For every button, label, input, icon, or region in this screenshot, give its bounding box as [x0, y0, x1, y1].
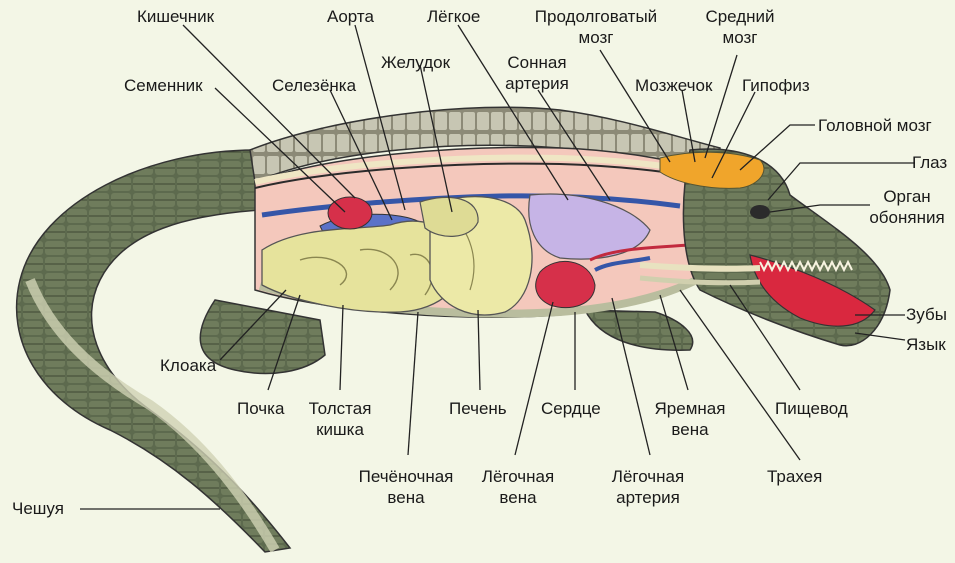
- label-teeth: Зубы: [906, 305, 947, 324]
- label-olfactory-line1: Орган: [883, 187, 931, 206]
- brain-organ: [659, 151, 765, 189]
- label-jugular-line1: Яремная: [654, 399, 726, 418]
- label-jugular: Яремная вена: [650, 398, 730, 440]
- label-hepatic-line1: Печёночная: [358, 467, 454, 486]
- label-scales: Чешуя: [12, 499, 64, 518]
- label-intestine: Кишечник: [137, 7, 215, 26]
- label-carotid-line2: артерия: [505, 74, 569, 93]
- hind-leg: [199, 299, 326, 375]
- label-colon-line1: Толстая: [308, 399, 372, 418]
- label-midbrain-line1: Средний: [705, 7, 775, 26]
- label-carotid: Сонная артерия: [497, 52, 577, 94]
- label-midbrain-line2: мозг: [722, 28, 758, 47]
- lung-organ: [528, 193, 651, 260]
- label-medulla-line1: Продолговатый: [534, 7, 658, 26]
- label-jugular-line2: вена: [671, 420, 709, 439]
- label-olfactory-line2: обоняния: [869, 208, 945, 227]
- testis-organ: [327, 196, 373, 230]
- label-stomach: Желудок: [381, 53, 451, 72]
- label-aorta: Аорта: [327, 7, 374, 26]
- label-cerebellum: Мозжечок: [635, 76, 713, 95]
- label-pulm-vein-line1: Лёгочная: [481, 467, 555, 486]
- mouth: [749, 254, 876, 327]
- label-pulm-vein-line2: вена: [499, 488, 537, 507]
- label-trachea: Трахея: [767, 467, 823, 486]
- label-colon-line2: кишка: [316, 420, 364, 439]
- label-testis: Семенник: [124, 76, 203, 95]
- teeth-row: [759, 259, 853, 273]
- label-brain: Головной мозг: [818, 116, 932, 135]
- label-kidney: Почка: [237, 399, 285, 418]
- label-eye: Глаз: [912, 153, 948, 172]
- eye-organ: [750, 205, 770, 219]
- label-pulmonary-artery: Лёгочная артерия: [598, 466, 698, 508]
- tail: [15, 149, 292, 553]
- label-liver: Печень: [449, 399, 507, 418]
- label-spleen: Селезёнка: [272, 76, 357, 95]
- label-pulmonary-vein: Лёгочная вена: [468, 466, 568, 508]
- label-medulla-line2: мозг: [578, 28, 614, 47]
- label-tongue: Язык: [906, 335, 946, 354]
- fore-leg: [583, 309, 694, 351]
- label-pulm-artery-line1: Лёгочная: [611, 467, 685, 486]
- leader-lines: [80, 24, 915, 510]
- label-lung: Лёгкое: [427, 7, 481, 26]
- label-medulla: Продолговатый мозг: [526, 6, 666, 48]
- label-colon: Толстая кишка: [300, 398, 380, 440]
- label-pulm-artery-line2: артерия: [616, 488, 680, 507]
- label-heart: Сердце: [541, 399, 601, 418]
- label-carotid-line1: Сонная: [507, 53, 567, 72]
- label-hepatic-line2: вена: [387, 488, 425, 507]
- label-midbrain: Средний мозг: [700, 6, 780, 48]
- label-hepatic-vein: Печёночная вена: [346, 466, 466, 508]
- stomach-organ: [419, 196, 479, 237]
- heart-organ: [535, 260, 596, 309]
- label-esophagus: Пищевод: [775, 399, 848, 418]
- label-olfactory: Орган обоняния: [862, 186, 952, 228]
- label-pituitary: Гипофиз: [742, 76, 810, 95]
- label-cloaca: Клоака: [160, 356, 217, 375]
